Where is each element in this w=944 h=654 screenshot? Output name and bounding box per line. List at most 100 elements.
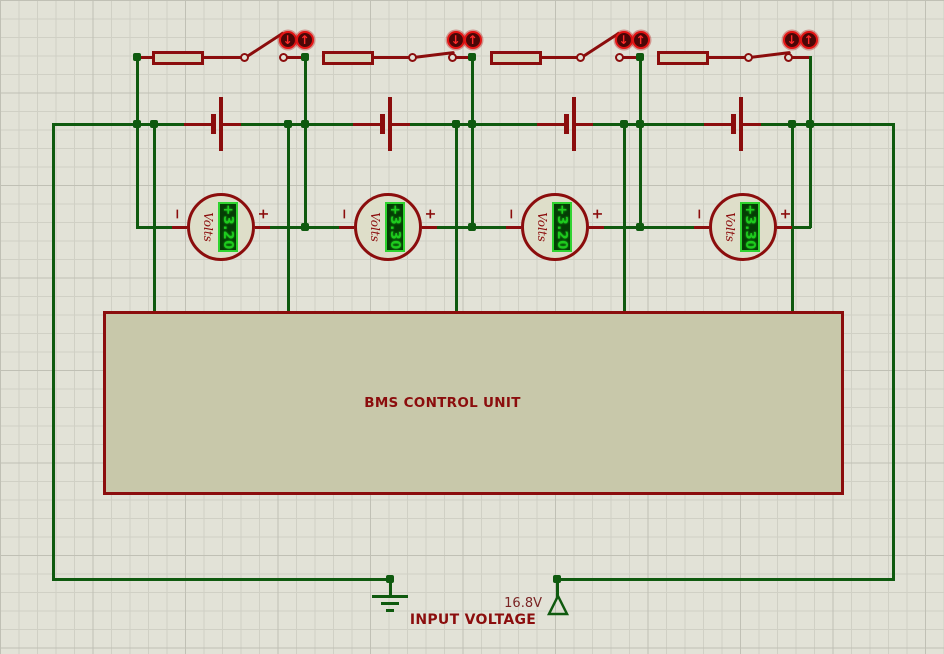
battery-cell-4-positive-plate[interactable]: [739, 97, 743, 151]
lead: [709, 55, 745, 59]
junction-dot: [133, 120, 141, 128]
wire-segment: [303, 55, 307, 229]
voltmeter-3-display: +3.20: [552, 202, 572, 252]
lead: [694, 225, 709, 229]
junction-dot: [301, 223, 309, 231]
junction-dot: [150, 120, 158, 128]
wire-bms-sense-4: [622, 122, 626, 312]
junction-dot: [806, 120, 814, 128]
battery-cell-3-positive-plate[interactable]: [572, 97, 576, 151]
junction-dot: [133, 53, 141, 61]
switch-4-pivot: [743, 52, 753, 62]
up-arrow-icon: ↑: [803, 33, 814, 47]
lead: [172, 225, 187, 229]
junction-dot: [468, 223, 476, 231]
voltmeter-4-unit: Volts: [723, 212, 737, 242]
switch-1-down-button[interactable]: ↓: [278, 31, 297, 49]
lead: [374, 55, 409, 59]
lead: [223, 122, 241, 126]
voltmeter-1-plus: +: [255, 208, 271, 220]
wire-segment: [760, 122, 894, 126]
switch-2-pivot: [407, 52, 417, 62]
voltmeter-2-minus: −: [336, 208, 352, 220]
lead: [542, 55, 577, 59]
wire-segment: [470, 55, 474, 229]
wire-input-stub: [555, 579, 559, 597]
lead: [287, 55, 303, 59]
wire-segment: [638, 55, 642, 229]
wire-segment: [135, 55, 139, 229]
lead: [204, 55, 241, 59]
wire-segment: [808, 55, 812, 228]
switch-1-contact: [278, 52, 288, 62]
junction-dot: [301, 120, 309, 128]
battery-cell-2-positive-plate[interactable]: [388, 97, 392, 151]
lead: [255, 225, 270, 229]
battery-cell-1-positive-plate[interactable]: [219, 97, 223, 151]
lead: [353, 122, 380, 126]
junction-dot: [636, 120, 644, 128]
battery-cell-3-negative-plate[interactable]: [564, 114, 569, 134]
balance-resistor-3[interactable]: [490, 50, 542, 65]
lead: [422, 225, 437, 229]
up-arrow-icon: ↑: [467, 33, 478, 47]
ground-symbol-bar3: [386, 609, 394, 612]
balance-resistor-4[interactable]: [657, 50, 709, 65]
lead: [743, 122, 761, 126]
junction-dot: [468, 53, 476, 61]
wire-bms-sense-1: [152, 122, 156, 312]
voltmeter-4-minus: −: [691, 208, 707, 220]
wire-bms-sense-5: [790, 122, 794, 312]
ground-symbol-bar2: [381, 602, 399, 605]
wire-right-rail: [891, 122, 895, 581]
input-voltage-label: INPUT VOLTAGE: [409, 612, 537, 628]
wire-bms-sense-2: [286, 122, 290, 312]
down-arrow-icon: ↓: [618, 33, 629, 47]
battery-cell-1-negative-plate[interactable]: [211, 114, 216, 134]
down-arrow-icon: ↓: [282, 33, 293, 47]
voltmeter-3-minus: −: [503, 208, 519, 220]
battery-cell-4-negative-plate[interactable]: [731, 114, 736, 134]
switch-3-down-button[interactable]: ↓: [614, 31, 633, 49]
switch-4-down-button[interactable]: ↓: [782, 31, 801, 49]
lead: [576, 122, 593, 126]
voltmeter-1-minus: −: [169, 208, 185, 220]
voltmeter-1-unit: Volts: [201, 212, 215, 242]
lead: [623, 55, 638, 59]
junction-dot: [636, 53, 644, 61]
balance-resistor-1[interactable]: [152, 50, 204, 65]
input-voltage-value: 16.8V: [504, 596, 542, 611]
switch-4-up-button[interactable]: ↑: [799, 31, 818, 49]
input-voltage-terminal[interactable]: [545, 593, 571, 617]
junction-dot: [468, 120, 476, 128]
switch-3-up-button[interactable]: ↑: [631, 31, 650, 49]
lead: [589, 225, 604, 229]
voltmeter-3-unit: Volts: [535, 212, 549, 242]
battery-cell-2-negative-plate[interactable]: [380, 114, 385, 134]
junction-dot: [452, 120, 460, 128]
switch-4-contact: [783, 52, 793, 62]
switch-2-up-button[interactable]: ↑: [463, 31, 482, 49]
balance-resistor-2[interactable]: [322, 50, 374, 65]
switch-3-pivot: [575, 52, 585, 62]
wire-segment: [604, 225, 695, 229]
junction-dot: [301, 53, 309, 61]
balance-switch-3-lever[interactable]: [579, 30, 621, 60]
bms-control-unit[interactable]: BMS CONTROL UNIT: [103, 311, 844, 495]
bms-label: BMS CONTROL UNIT: [364, 395, 521, 411]
junction-dot: [386, 575, 394, 583]
wire-segment: [556, 577, 894, 581]
ground-symbol[interactable]: [372, 595, 408, 598]
down-arrow-icon: ↓: [786, 33, 797, 47]
lead: [537, 122, 564, 126]
balance-switch-1-lever[interactable]: [243, 30, 285, 60]
up-arrow-icon: ↑: [635, 33, 646, 47]
switch-2-down-button[interactable]: ↓: [446, 31, 465, 49]
wire-bms-sense-3: [454, 122, 458, 312]
switch-1-up-button[interactable]: ↑: [295, 31, 314, 49]
junction-dot: [284, 120, 292, 128]
switch-2-contact: [447, 52, 457, 62]
voltmeter-2-display: +3.30: [385, 202, 405, 252]
wire-segment: [791, 225, 811, 229]
